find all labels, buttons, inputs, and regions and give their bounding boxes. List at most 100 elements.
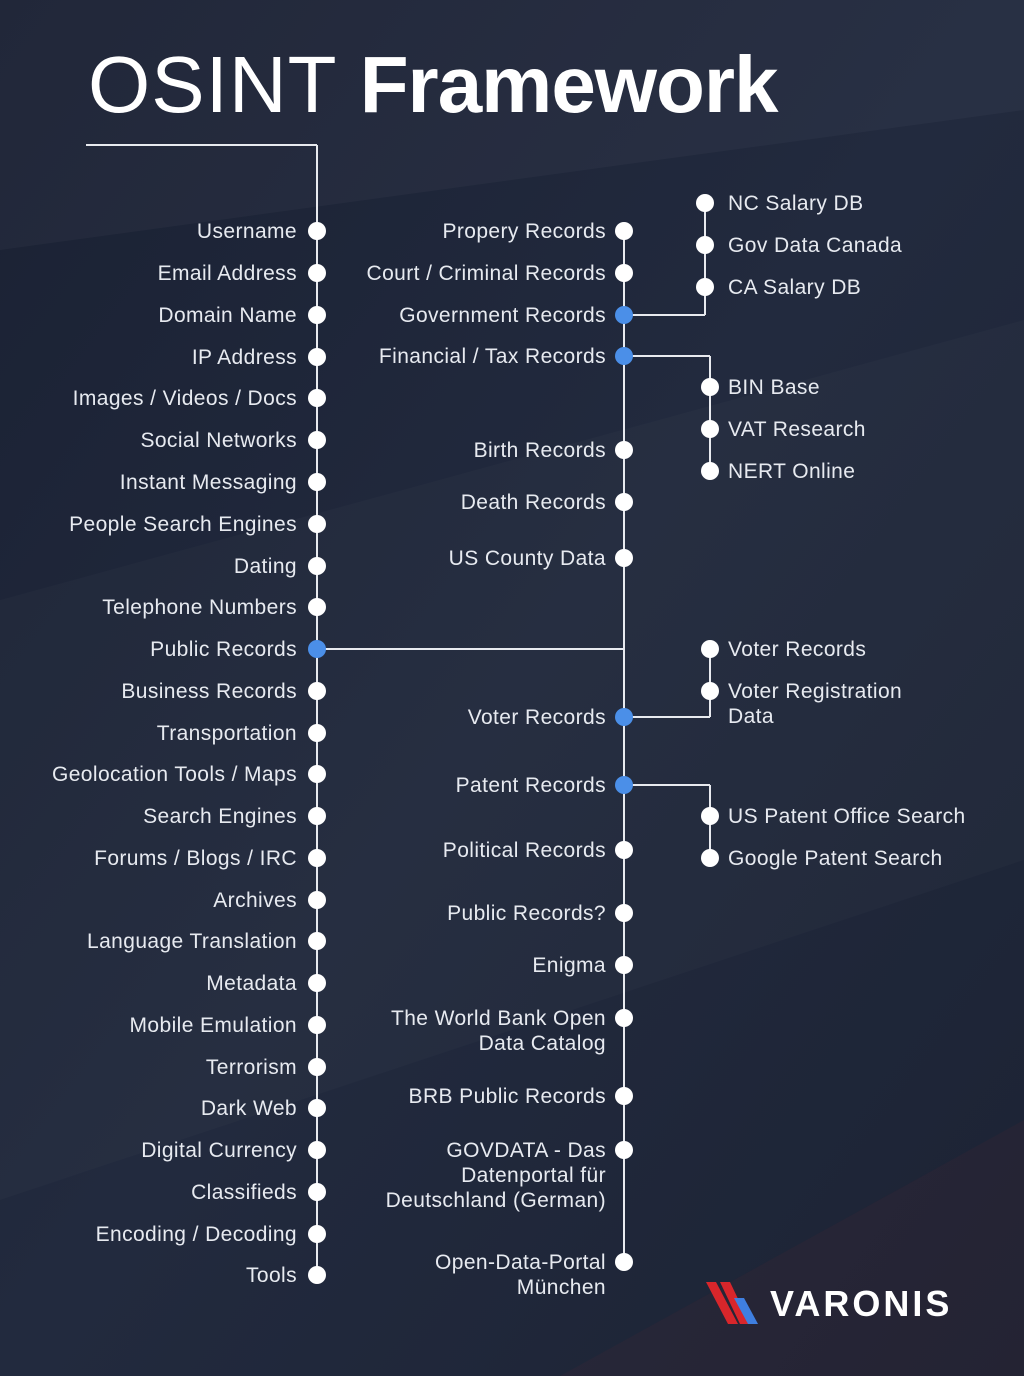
level1-node-telephone-numbers[interactable] [308, 598, 326, 616]
level3-node-nc-salary-db[interactable] [696, 194, 714, 212]
level2-node-voter-records[interactable] [615, 708, 633, 726]
level2-node-death-records[interactable] [615, 493, 633, 511]
level3-label-google-patent-search: Google Patent Search [728, 847, 943, 870]
level1-label-images-videos-docs: Images / Videos / Docs [72, 387, 297, 410]
level1-node-search-engines[interactable] [308, 807, 326, 825]
level1-node-forums-blogs-irc[interactable] [308, 849, 326, 867]
level1-label-geolocation-tools-maps: Geolocation Tools / Maps [51, 763, 297, 786]
level2-node-court-criminal-records[interactable] [615, 264, 633, 282]
level3-label-nert-online: NERT Online [728, 460, 856, 483]
title-light: OSINT [88, 40, 338, 129]
level1-label-tools: Tools [245, 1264, 297, 1287]
level1-node-mobile-emulation[interactable] [308, 1016, 326, 1034]
level1-node-dating[interactable] [308, 557, 326, 575]
level3-node-bin-base[interactable] [701, 378, 719, 396]
level3-label-ca-salary-db: CA Salary DB [728, 276, 862, 299]
level3-node-ca-salary-db[interactable] [696, 278, 714, 296]
level1-node-business-records[interactable] [308, 682, 326, 700]
level2-node-the-world-bank-open-data-catalog[interactable] [615, 1009, 633, 1027]
level2-label-us-county-data: US County Data [448, 547, 606, 570]
level2-label-financial-tax-records: Financial / Tax Records [378, 345, 606, 368]
level1-node-public-records[interactable] [308, 640, 326, 658]
varonis-logo-icon [706, 1282, 758, 1324]
level3-node-google-patent-search[interactable] [701, 849, 719, 867]
level2-node-birth-records[interactable] [615, 441, 633, 459]
level1-node-dark-web[interactable] [308, 1099, 326, 1117]
level1-node-archives[interactable] [308, 891, 326, 909]
level2-label-death-records: Death Records [460, 491, 606, 514]
level1-node-digital-currency[interactable] [308, 1141, 326, 1159]
level3-node-vat-research[interactable] [701, 420, 719, 438]
title-bold: Framework [359, 40, 779, 129]
level2-label-political-records: Political Records [442, 839, 606, 862]
level1-node-classifieds[interactable] [308, 1183, 326, 1201]
level2-label-voter-records: Voter Records [467, 706, 606, 729]
level1-label-social-networks: Social Networks [140, 429, 297, 452]
level1-node-language-translation[interactable] [308, 932, 326, 950]
level1-node-images-videos-docs[interactable] [308, 389, 326, 407]
level1-label-archives: Archives [213, 889, 297, 912]
level3-node-voter-records[interactable] [701, 640, 719, 658]
level1-label-terrorism: Terrorism [205, 1056, 297, 1079]
level1-label-mobile-emulation: Mobile Emulation [129, 1014, 297, 1037]
level1-node-metadata[interactable] [308, 974, 326, 992]
level2-node-enigma[interactable] [615, 956, 633, 974]
level1-node-people-search-engines[interactable] [308, 515, 326, 533]
level2-node-political-records[interactable] [615, 841, 633, 859]
level1-label-dating: Dating [233, 555, 297, 578]
level1-label-username: Username [196, 220, 297, 243]
level1-node-instant-messaging[interactable] [308, 473, 326, 491]
level2-node-propery-records[interactable] [615, 222, 633, 240]
level1-node-email-address[interactable] [308, 264, 326, 282]
level1-label-instant-messaging: Instant Messaging [119, 471, 297, 494]
level2-label-birth-records: Birth Records [473, 439, 606, 462]
level1-label-forums-blogs-irc: Forums / Blogs / IRC [94, 847, 297, 870]
level3-node-voter-registration-data[interactable] [701, 682, 719, 700]
level1-node-geolocation-tools-maps[interactable] [308, 765, 326, 783]
level1-label-search-engines: Search Engines [143, 805, 297, 828]
level1-label-transportation: Transportation [156, 722, 297, 745]
level2-node-brb-public-records[interactable] [615, 1087, 633, 1105]
level2-node-us-county-data[interactable] [615, 549, 633, 567]
level2-label-brb-public-records: BRB Public Records [408, 1085, 606, 1108]
level1-node-terrorism[interactable] [308, 1058, 326, 1076]
varonis-logo-text: VARONIS [770, 1283, 953, 1324]
level3-node-us-patent-office-search[interactable] [701, 807, 719, 825]
level2-node-financial-tax-records[interactable] [615, 347, 633, 365]
level1-node-domain-name[interactable] [308, 306, 326, 324]
level2-node-patent-records[interactable] [615, 776, 633, 794]
level1-label-public-records: Public Records [150, 638, 297, 661]
level1-node-username[interactable] [308, 222, 326, 240]
level1-label-people-search-engines: People Search Engines [69, 513, 297, 536]
level1-label-encoding-decoding: Encoding / Decoding [95, 1223, 297, 1246]
level1-node-tools[interactable] [308, 1266, 326, 1284]
level2-node-open-data-portal-m-nchen[interactable] [615, 1253, 633, 1271]
level2-label-patent-records: Patent Records [455, 774, 606, 797]
level2-label-government-records: Government Records [399, 304, 606, 327]
level3-label-bin-base: BIN Base [728, 376, 820, 399]
level3-label-voter-registration-data: Voter Registration Data [728, 680, 903, 728]
level1-label-business-records: Business Records [121, 680, 297, 703]
level2-node-public-records[interactable] [615, 904, 633, 922]
level2-node-government-records[interactable] [615, 306, 633, 324]
level1-label-metadata: Metadata [206, 972, 297, 995]
level1-node-social-networks[interactable] [308, 431, 326, 449]
level1-label-digital-currency: Digital Currency [141, 1139, 297, 1162]
level3-label-voter-records: Voter Records [728, 638, 867, 661]
level1-label-classifieds: Classifieds [191, 1181, 297, 1204]
level1-label-language-translation: Language Translation [87, 930, 297, 953]
level1-node-transportation[interactable] [308, 724, 326, 742]
level3-node-gov-data-canada[interactable] [696, 236, 714, 254]
level2-node-govdata-das-datenportal-f-r-deutschland-german[interactable] [615, 1141, 633, 1159]
level2-label-propery-records: Propery Records [442, 220, 606, 243]
level1-label-dark-web: Dark Web [200, 1097, 297, 1120]
level1-node-ip-address[interactable] [308, 348, 326, 366]
level3-node-nert-online[interactable] [701, 462, 719, 480]
level1-label-ip-address: IP Address [191, 346, 297, 369]
level2-label-open-data-portal-m-nchen: Open-Data-Portal München [435, 1251, 606, 1299]
level2-label-govdata-das-datenportal-f-r-deutschland-german: GOVDATA - Das Datenportal für Deutschlan… [385, 1139, 606, 1212]
level3-label-nc-salary-db: NC Salary DB [728, 192, 864, 215]
level1-node-encoding-decoding[interactable] [308, 1225, 326, 1243]
page-title: OSINT Framework [88, 40, 779, 130]
